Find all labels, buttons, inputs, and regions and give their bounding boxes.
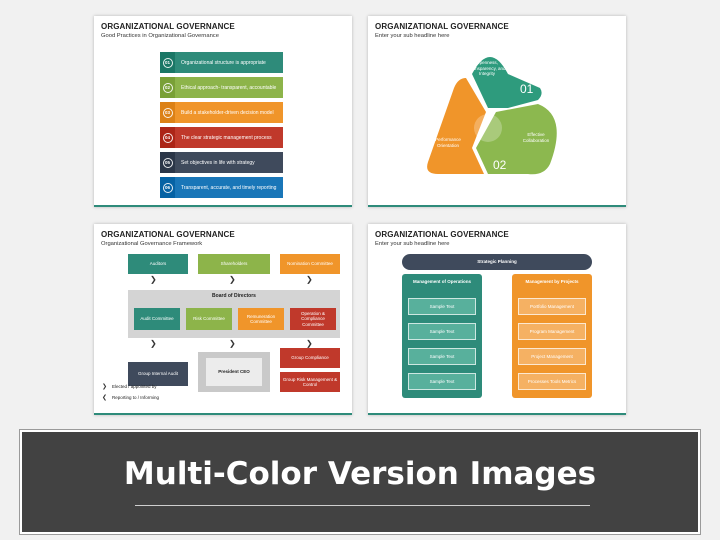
segment-01-shape [472,57,542,108]
banner-divider [135,505,590,506]
chevron-icon: ❯ [306,275,313,284]
slide-good-practices[interactable]: ORGANIZATIONAL GOVERNANCE Good Practices… [94,16,352,207]
sample-item: Project Management [518,348,586,365]
segment-02-shape [476,104,557,175]
president-ceo-box: President CEO [206,358,262,386]
center-icon-disk [474,114,502,142]
slide-subtitle: Enter your sub headline here [375,241,450,247]
chevron-icon: ❯ [306,339,313,348]
banner: Multi-Color Version Images [19,429,701,535]
board-title: Board of Directors [212,293,256,299]
practice-number-badge: 01 [160,52,175,73]
practice-text: The clear strategic management process [175,127,283,148]
practice-number: 01 [162,57,173,68]
sample-item: Sample Text [408,348,476,365]
practice-number-badge: 03 [160,102,175,123]
nomination-committee-box: Nomination Committee [280,254,340,274]
projects-column-title: Management by Projects [525,279,579,284]
practice-number: 03 [162,107,173,118]
slide-governance-framework[interactable]: ORGANIZATIONAL GOVERNANCE Organizational… [94,224,352,415]
practice-text: Set objectives in life with strategy [175,152,283,173]
sample-item: Sample Text [408,298,476,315]
chevron-icon: ❯ [229,275,236,284]
operations-column-title: Management of Operations [412,279,471,284]
group-risk-management-box: Group Risk Management & Control [280,372,340,392]
slide-subtitle: Enter your sub headline here [375,33,450,39]
slide-strategic-planning[interactable]: ORGANIZATIONAL GOVERNANCE Enter your sub… [368,224,626,415]
chevron-icon: ❯ [150,339,157,348]
sample-item: Program Management [518,323,586,340]
segment-02-text: Effective Collaboration [522,132,550,143]
practice-text: Organizational structure is appropriate [175,52,283,73]
sample-item: Sample Text [408,373,476,390]
operation-compliance-committee-box: Operation & Compliance Committee [290,308,336,330]
sample-item: Processes Tools Metrics [518,373,586,390]
practice-number: 06 [162,182,173,193]
segment-03-shape [427,78,486,174]
audit-committee-box: Audit Committee [134,308,180,330]
practice-number-badge: 02 [160,77,175,98]
practice-number-badge: 04 [160,127,175,148]
legend-reporting: Reporting to / Informing [112,395,160,400]
segment-03-text: Performance Orientation [435,137,461,148]
chevron-icon: ❯ [150,275,157,284]
chevron-icon: ❯ [229,339,236,348]
segment-01-text: Openness, Transparency, and Integrity [468,60,506,76]
segment-02-number: 02 [493,158,507,172]
slide-title: ORGANIZATIONAL GOVERNANCE [375,22,509,31]
shareholders-box: Shareholders [198,254,270,274]
sample-item: Sample Text [408,323,476,340]
segment-01-number: 01 [520,82,534,96]
slide-triangle-cycle[interactable]: ORGANIZATIONAL GOVERNANCE Enter your sub… [368,16,626,207]
practice-number: 02 [162,82,173,93]
slide-title: ORGANIZATIONAL GOVERNANCE [375,230,509,239]
remuneration-committee-box: Remuneration Committee [238,308,284,330]
slide-title: ORGANIZATIONAL GOVERNANCE [101,230,235,239]
practice-text: Ethical approach- transparent, accountab… [175,77,283,98]
practice-number: 05 [162,157,173,168]
sample-item: Portfolio Management [518,298,586,315]
banner-title: Multi-Color Version Images [123,456,597,492]
practice-number: 04 [162,132,173,143]
chevron-icon: ❯ [102,384,108,390]
triangle-cycle-diagram [427,57,557,175]
practice-text: Build a stakeholder-driven decision mode… [175,102,283,123]
auditors-box: Auditors [128,254,188,274]
chevron-icon: ❮ [102,395,108,401]
legend-elected: Elected / appointed by [112,384,157,389]
slide-title: ORGANIZATIONAL GOVERNANCE [101,22,235,31]
slide-subtitle: Good Practices in Organizational Governa… [101,33,219,39]
slide-subtitle: Organizational Governance Framework [101,241,203,247]
practice-number-badge: 06 [160,177,175,198]
practice-text: Transparent, accurate, and timely report… [175,177,283,198]
strategic-planning-header: Strategic Planning [402,254,592,270]
group-compliance-box: Group Compliance [280,348,340,368]
practice-number-badge: 05 [160,152,175,173]
risk-committee-box: Risk Committee [186,308,232,330]
segment-03-number: 03 [434,98,448,112]
group-internal-audit-box: Group Internal Audit [128,362,188,386]
